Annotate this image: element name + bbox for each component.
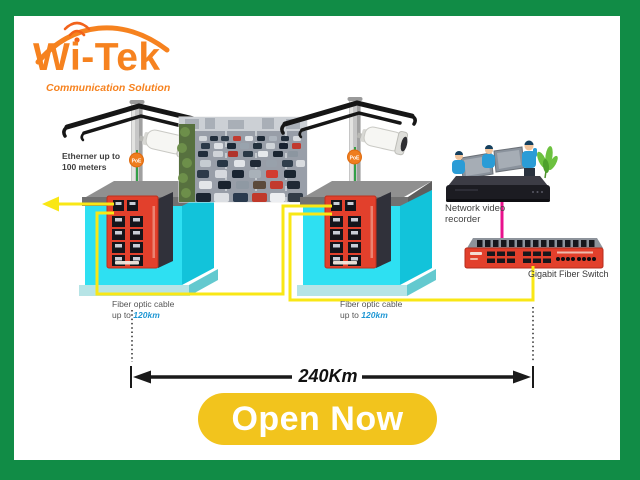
fiber-label-line1: Fiber optic cable (340, 299, 403, 309)
logo-swoosh (35, 25, 170, 65)
sfp-ports (556, 257, 596, 261)
open-now-button[interactable]: Open Now (198, 393, 437, 445)
wifi-icon (63, 21, 91, 43)
brand-name: Wi-Tek (33, 36, 161, 79)
ethernet-label-line1: Etherner up to (62, 151, 121, 161)
distance-arrow (130, 366, 534, 388)
ethernet-arrowhead-icon (42, 196, 59, 212)
traffic-photo (177, 116, 308, 203)
standing-officer (522, 140, 537, 179)
extension-lines (131, 307, 534, 362)
nvr-device (446, 176, 550, 202)
fiber-switch-device (464, 238, 604, 269)
cars (196, 136, 305, 202)
fiber-label-right: Fiber optic cable up to 120km (340, 299, 402, 320)
brand-logo-art (35, 21, 170, 65)
switch-cabinet-right (296, 180, 437, 297)
nvr-label-line1: Network video (445, 203, 506, 214)
fiber-label-line1: Fiber optic cable (112, 299, 175, 309)
front-ports (487, 251, 551, 263)
nvr-label-line2: recorder (445, 214, 481, 225)
ethernet-label: Etherner up to 100 meters (62, 151, 120, 173)
fiber-switch-label: Gigabit Fiber Switch (528, 269, 609, 279)
fiber-label-line2: up to 120km (112, 309, 160, 320)
fiber-label-left: Fiber optic cable up to 120km (112, 299, 174, 320)
fiber-label-line2: up to 120km (340, 309, 388, 320)
fiber-link-left (95, 204, 332, 296)
switch-logo-mark (470, 252, 482, 255)
rear-ports (477, 240, 595, 247)
plant-icon (537, 146, 558, 179)
fiber-cables (58, 202, 535, 302)
fiber-link-right (288, 212, 535, 302)
fiber-distance-value: 120km (361, 309, 388, 320)
fiber-distance-value: 120km (133, 309, 160, 320)
control-room-illustration (452, 140, 558, 180)
brand-tagline: Communication Solution (46, 82, 171, 94)
operator-person (452, 151, 465, 174)
distance-label: 240Km (298, 366, 358, 386)
nvr-label: Network video recorder (445, 203, 505, 225)
ethernet-label-line2: 100 meters (62, 162, 107, 172)
operator-person (482, 145, 495, 168)
